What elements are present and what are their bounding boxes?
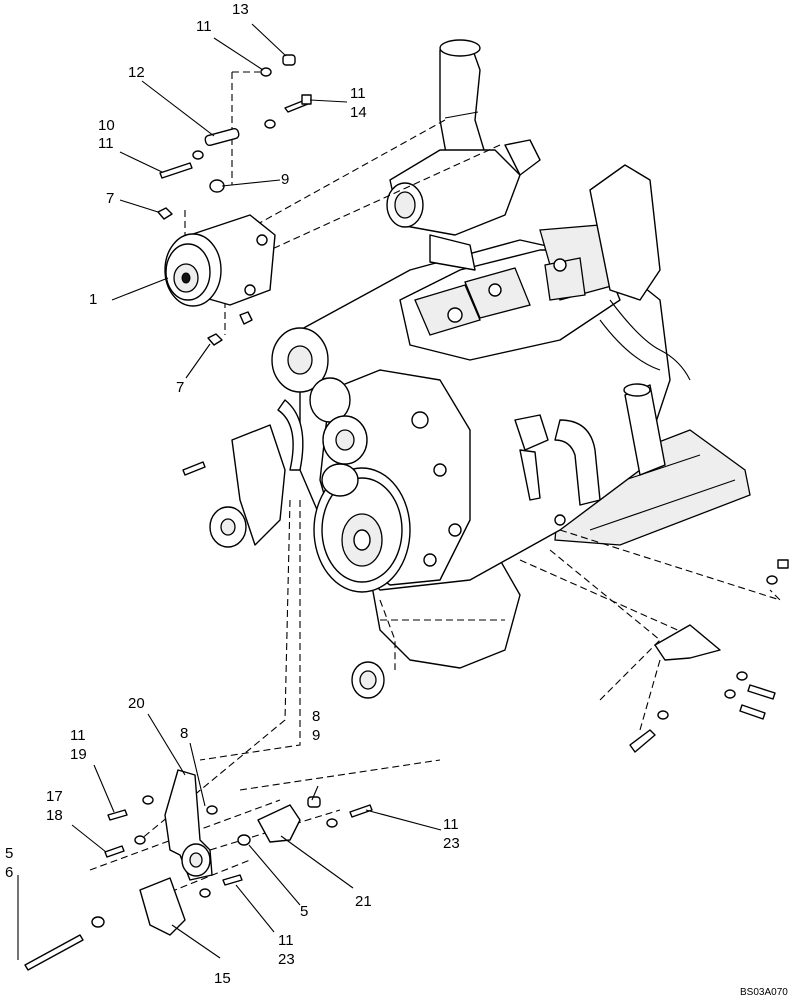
callout-6: 6 <box>5 864 13 881</box>
callout-19: 19 <box>70 746 87 763</box>
callout-labels: 13 11 12 11 14 10 11 9 7 1 7 20 8 8 9 11… <box>5 1 788 998</box>
callout-15: 15 <box>214 970 231 987</box>
ac-compressor <box>164 214 276 307</box>
callout-5: 5 <box>300 903 308 920</box>
drawing-code: BS03A070 <box>740 987 788 998</box>
callout-23: 23 <box>278 951 295 968</box>
hardware-fasteners <box>157 54 789 753</box>
callout-10: 10 <box>98 117 115 134</box>
callout-20: 20 <box>128 695 145 712</box>
callout-8: 8 <box>312 708 320 725</box>
leader-lines <box>17 23 442 960</box>
callout-21: 21 <box>355 893 372 910</box>
callout-7: 7 <box>106 190 114 207</box>
callout-9: 9 <box>281 171 289 188</box>
callout-11: 11 <box>98 135 114 152</box>
callout-1: 1 <box>89 291 97 308</box>
callout-5: 5 <box>5 845 13 862</box>
callout-11: 11 <box>443 816 459 833</box>
lower-brackets <box>24 769 373 971</box>
callout-7: 7 <box>176 379 184 396</box>
engine-assembly <box>209 39 751 669</box>
callout-8: 8 <box>180 725 188 742</box>
callout-18: 18 <box>46 807 63 824</box>
callout-11: 11 <box>278 932 294 949</box>
callout-11: 11 <box>196 18 212 35</box>
callout-17: 17 <box>46 788 63 805</box>
callout-11: 11 <box>350 85 366 102</box>
callout-12: 12 <box>128 64 145 81</box>
callout-13: 13 <box>232 1 249 18</box>
callout-11: 11 <box>70 727 86 744</box>
callout-23: 23 <box>443 835 460 852</box>
callout-9: 9 <box>312 727 320 744</box>
callout-14: 14 <box>350 104 367 121</box>
